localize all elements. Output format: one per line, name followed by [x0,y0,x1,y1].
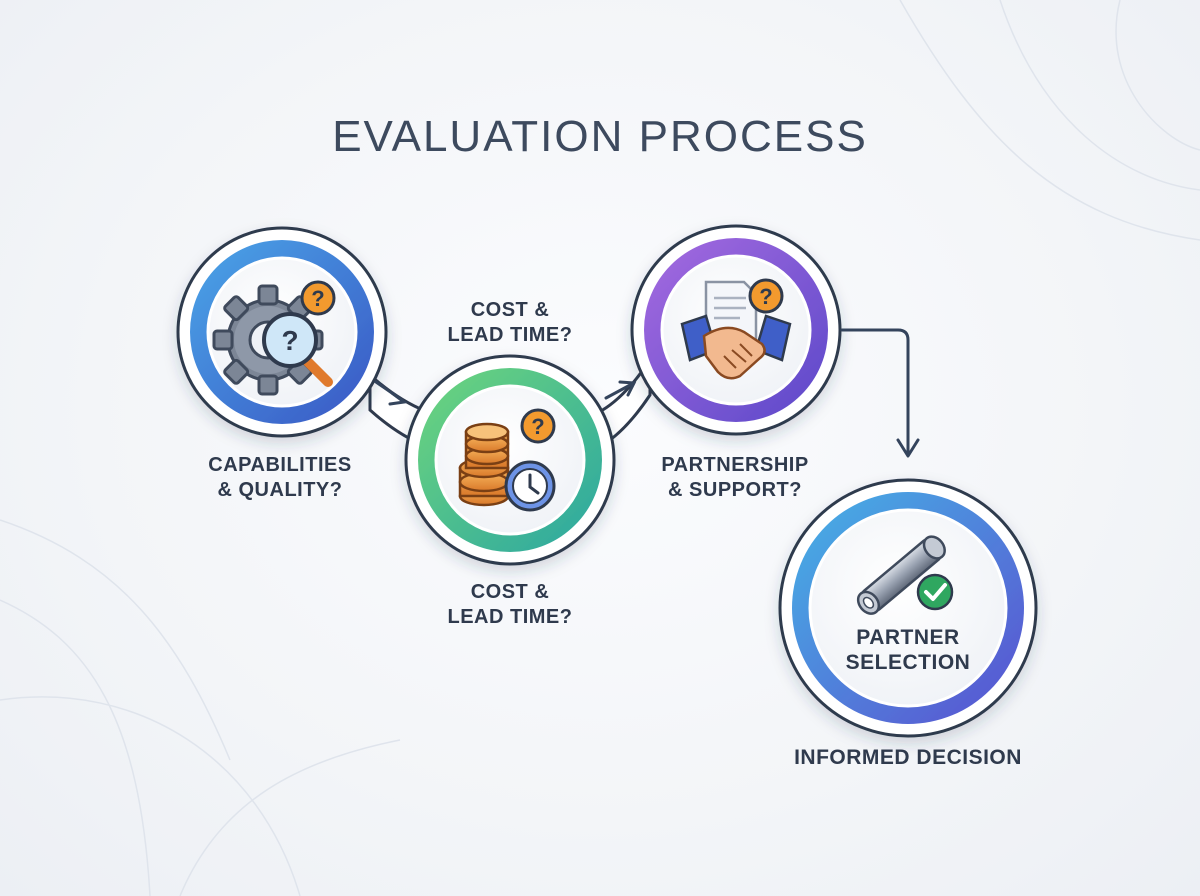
svg-text:?: ? [759,284,772,309]
gear-magnifier-question-icon: ? ? [212,280,336,396]
arrow-step1-to-step2 [374,380,408,406]
step-node-cost [404,354,616,566]
arrow-step3-to-final [840,328,920,458]
final-caption: INFORMED DECISION [794,746,1022,769]
svg-text:?: ? [281,325,298,356]
arrow-step2-to-step3 [604,380,637,400]
step-label-cost-top: COST & LEAD TIME? [447,299,573,346]
pipe-checkmark-icon [856,535,954,615]
coins-clock-question-icon: ? [458,408,556,512]
final-node [778,478,1038,738]
step-label-partnership: PARTNERSHIP & SUPPORT? [661,454,809,501]
svg-text:?: ? [531,414,544,439]
final-node-label: PARTNER SELECTION [845,626,971,674]
step-label-capabilities: CAPABILITIES & QUALITY? [208,454,352,501]
step-label-cost-bottom: COST & LEAD TIME? [447,581,573,628]
handshake-document-question-icon: ? [680,278,792,380]
svg-text:?: ? [311,286,324,311]
page-title: EVALUATION PROCESS [332,112,868,161]
